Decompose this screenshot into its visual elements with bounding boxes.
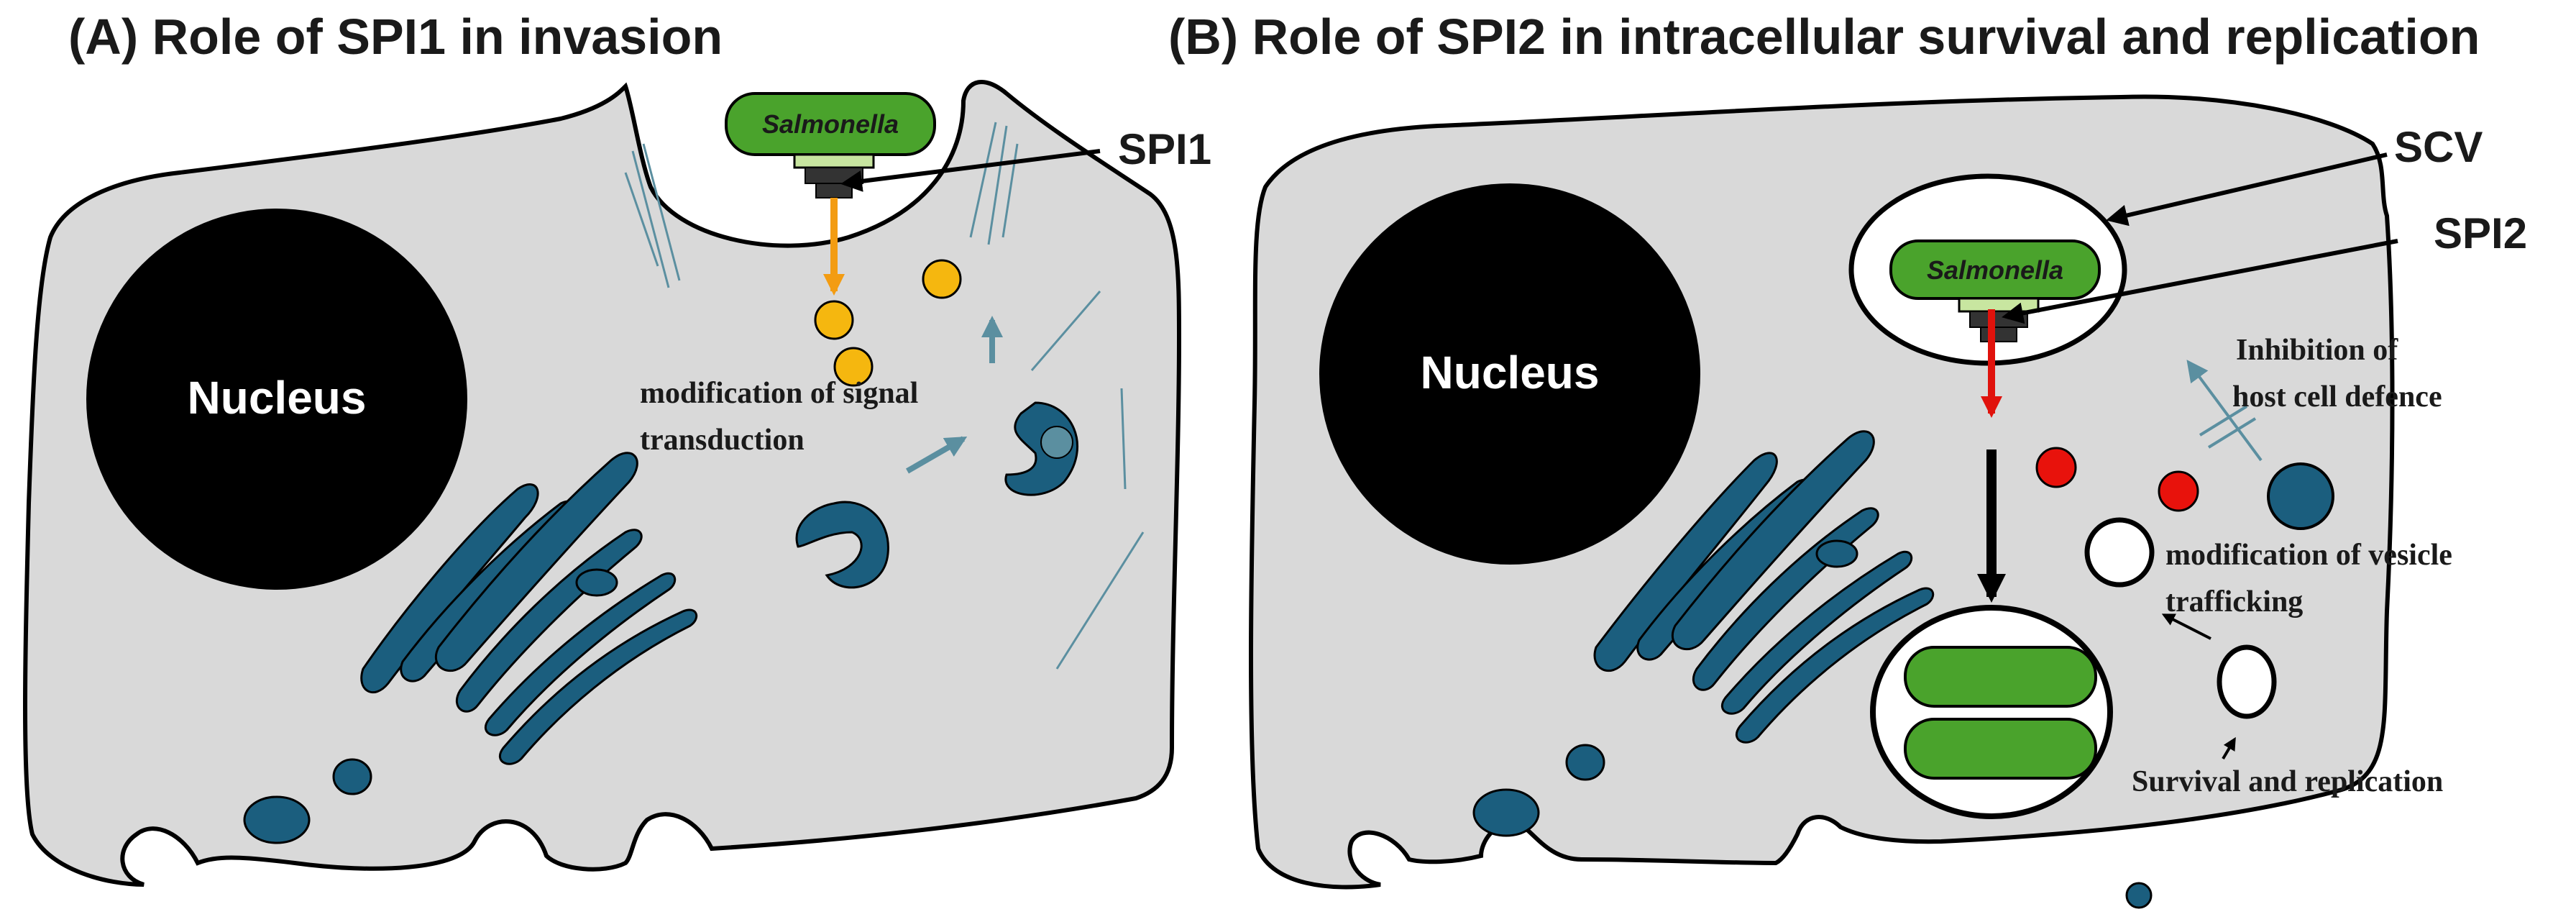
panel-a: (A) Role of SPI1 in invasion Nucleus <box>23 9 1211 887</box>
panel-a-note-line2: transduction <box>640 424 805 457</box>
panel-b-salmonella-label: Salmonella <box>1927 255 2063 285</box>
panel-b-scv-label: SCV <box>2394 123 2483 171</box>
panel-b-spi2-label: SPI2 <box>2434 209 2527 257</box>
panel-b-nucleus-label: Nucleus <box>1421 347 1600 398</box>
panel-b-lysosome <box>2267 462 2334 530</box>
panel-a-note-line1: modification of signal <box>640 377 918 410</box>
panel-a-spi1-label: SPI1 <box>1118 125 1211 173</box>
panel-b-vesicle-1 <box>2084 517 2155 588</box>
panel-b-note-defence-line1: Inhibition of <box>2236 334 2398 367</box>
panel-b-scv-callout-arrow <box>2106 152 2388 227</box>
panel-b-replication-vacuole <box>1870 605 2113 819</box>
panel-a-secretion-system <box>793 153 875 198</box>
panel-a-nucleus-label: Nucleus <box>188 372 367 424</box>
panel-a-actin-filaments <box>624 122 1145 670</box>
panel-a-vesicle-crescent <box>795 501 889 589</box>
panel-b-note-vesicle-line2: trafficking <box>2165 585 2303 619</box>
panel-a-golgi <box>243 452 698 844</box>
panel-b-vesicle-2 <box>2217 644 2277 719</box>
panel-a-salmonella-label: Salmonella <box>762 109 899 139</box>
panel-a-nucleus <box>86 209 467 590</box>
panel-a-title: (A) Role of SPI1 in invasion <box>68 9 723 65</box>
panel-b-note-defence-line2: host cell defence <box>2232 380 2442 414</box>
panel-b-inhibition-bar-2 <box>2207 417 2257 449</box>
panel-a-spi1-callout-arrow <box>840 149 1101 192</box>
panel-b-salmonella-daughter-1 <box>1904 646 2097 708</box>
panel-b: (B) Role of SPI2 in intracellular surviv… <box>1168 9 2527 909</box>
panel-a-signal-arrow-2 <box>906 436 968 474</box>
panel-b-effectors <box>2035 447 2199 512</box>
panel-b-golgi <box>1472 430 2153 909</box>
panel-b-survival-arrow <box>2222 736 2236 760</box>
panel-a-vesicle-cup <box>1004 401 1078 496</box>
panel-b-nucleus <box>1319 183 1700 565</box>
panel-b-trafficking-arrow <box>2161 613 2211 640</box>
panel-b-inhibition-arrow <box>2186 360 2263 462</box>
panel-b-note-survival: Survival and replication <box>2132 765 2443 798</box>
panel-b-title: (B) Role of SPI2 in intracellular surviv… <box>1168 9 2480 65</box>
panel-a-vesicle-core <box>1040 426 1073 459</box>
panel-b-inhibition-bar-1 <box>2199 405 2248 437</box>
panel-b-salmonella-daughter-2 <box>1904 718 2097 780</box>
panel-b-spi2-callout-arrow <box>2002 239 2398 324</box>
panel-b-note-vesicle-line1: modification of vesicle <box>2165 539 2452 572</box>
panel-a-effectors <box>814 259 962 387</box>
